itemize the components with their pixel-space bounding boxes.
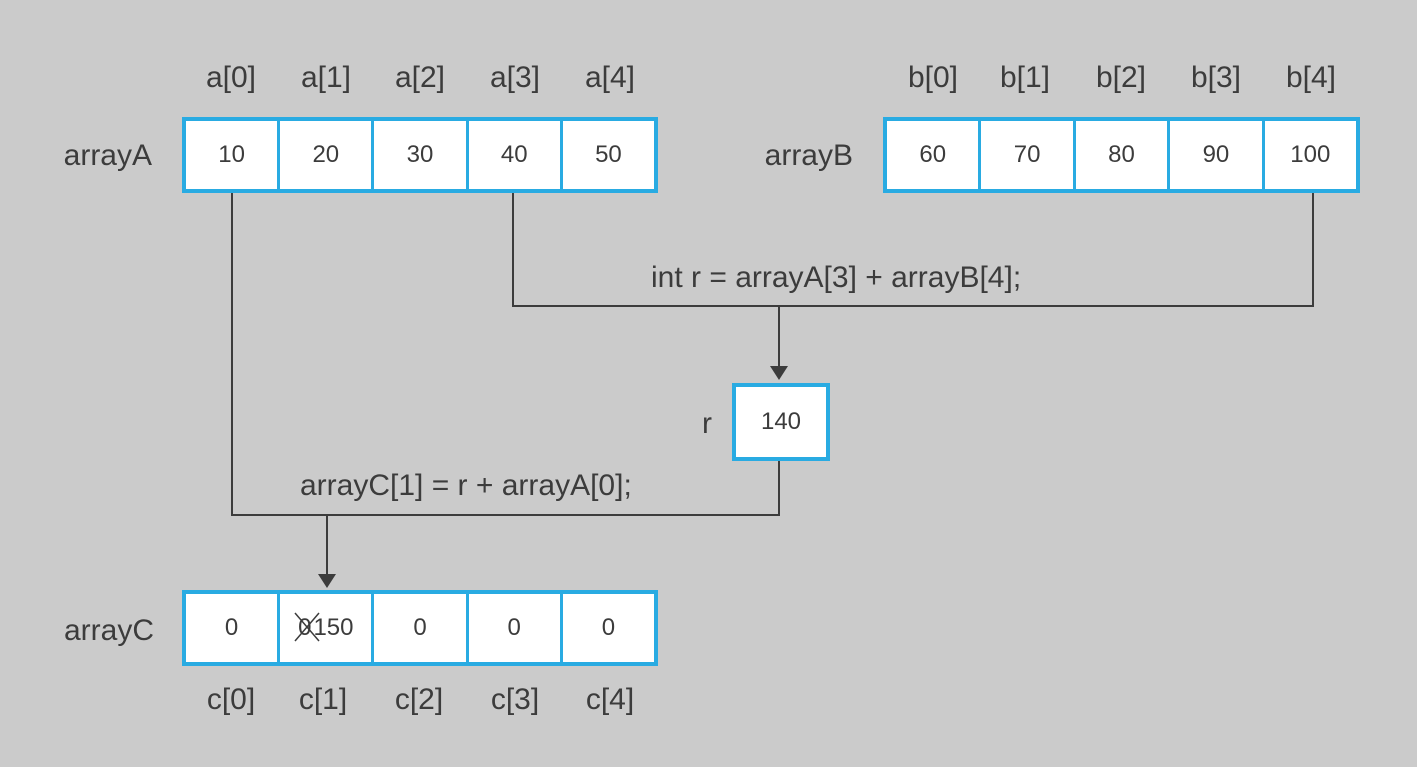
index-b1: b[1] bbox=[999, 61, 1051, 94]
index-b0: b[0] bbox=[907, 61, 959, 94]
statement-first: int r = arrayA[3] + arrayB[4]; bbox=[651, 261, 1022, 294]
arrayA-cell-2: 30 bbox=[371, 121, 465, 189]
arrayB-box: 60 70 80 90 100 bbox=[883, 117, 1360, 193]
index-c4: c[4] bbox=[585, 683, 635, 716]
arrayC-cell-1: 0 150 bbox=[277, 594, 371, 662]
arrayC-name: arrayC bbox=[63, 614, 154, 647]
index-c0: c[0] bbox=[206, 683, 256, 716]
arrayC-cell-4: 0 bbox=[559, 594, 654, 662]
wire-a0-r-to-c1 bbox=[231, 193, 780, 516]
arrayC-cell-0: 0 bbox=[224, 614, 239, 641]
arrayA-cell-3: 40 bbox=[465, 121, 560, 189]
arrayC-box: 0 0 150 0 0 0 bbox=[182, 590, 658, 666]
arrayC-cell-1-new-value: 150 bbox=[313, 614, 354, 641]
arrayB-cell-3: 90 bbox=[1167, 121, 1261, 189]
arrayC-cell-3: 0 bbox=[465, 594, 560, 662]
index-b4: b[4] bbox=[1285, 61, 1337, 94]
variable-r-box: 140 bbox=[732, 383, 830, 461]
index-a0: a[0] bbox=[205, 61, 257, 94]
index-a1: a[1] bbox=[300, 61, 352, 94]
strike-x-icon bbox=[294, 612, 320, 642]
arrow-to-c1-icon bbox=[318, 574, 336, 588]
arrayA-cell-4: 50 bbox=[559, 121, 654, 189]
index-b3: b[3] bbox=[1190, 61, 1242, 94]
index-c1: c[1] bbox=[298, 683, 348, 716]
index-c3: c[3] bbox=[490, 683, 540, 716]
arrayB-name: arrayB bbox=[764, 139, 853, 172]
arrayA-cell-0: 10 bbox=[218, 141, 245, 168]
arrayC-cell-1-old-value: 0 bbox=[294, 612, 320, 642]
variable-r-name: r bbox=[702, 407, 712, 440]
arrayA-box: 10 20 30 40 50 bbox=[182, 117, 658, 193]
arrow-to-r-icon bbox=[770, 366, 788, 380]
index-c2: c[2] bbox=[394, 683, 444, 716]
arrayB-cell-0: 60 bbox=[919, 141, 947, 168]
arrayC-cell-2: 0 bbox=[371, 594, 465, 662]
wire-a3-b4-to-r bbox=[512, 193, 1314, 307]
arrayA-name: arrayA bbox=[63, 139, 152, 172]
index-a4: a[4] bbox=[584, 61, 636, 94]
index-a3: a[3] bbox=[489, 61, 541, 94]
index-b2: b[2] bbox=[1095, 61, 1147, 94]
variable-r-value: 140 bbox=[760, 408, 802, 435]
arrayB-cell-4: 100 bbox=[1261, 121, 1356, 189]
arrayB-cell-2: 80 bbox=[1072, 121, 1167, 189]
index-a2: a[2] bbox=[394, 61, 446, 94]
statement-second: arrayC[1] = r + arrayA[0]; bbox=[300, 469, 632, 502]
arrayB-cell-1: 70 bbox=[978, 121, 1072, 189]
arrayA-cell-1: 20 bbox=[277, 121, 371, 189]
